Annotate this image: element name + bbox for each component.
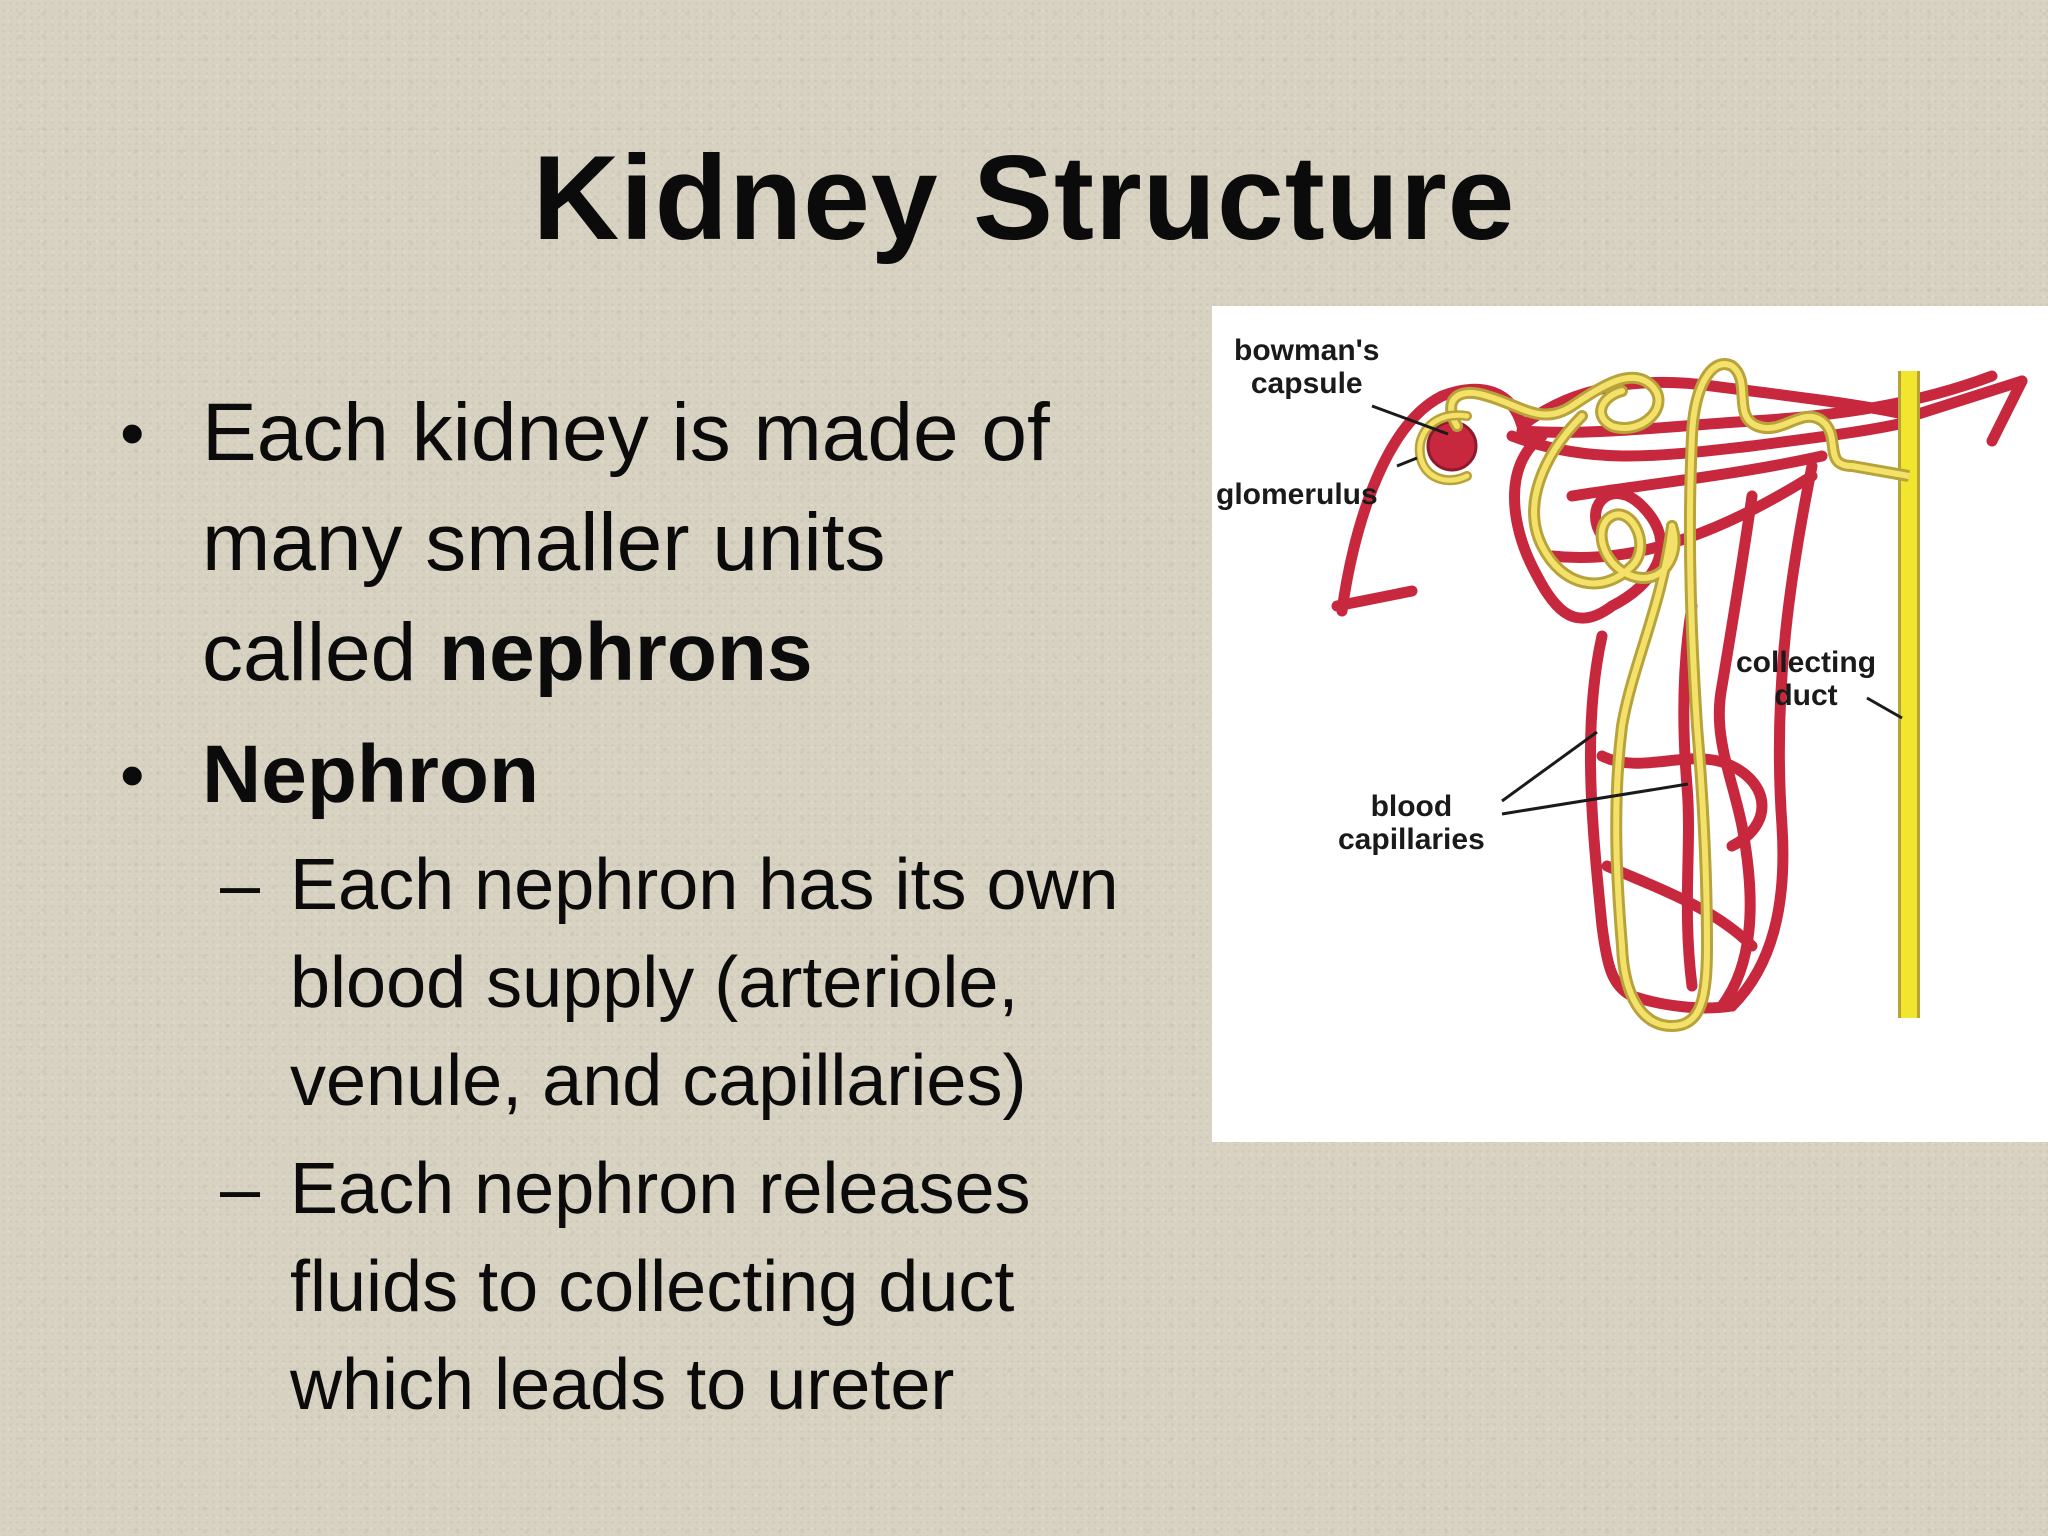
capillary-vessel	[1601, 860, 1758, 952]
bullet-item-nephron: • Nephron	[120, 720, 1220, 830]
nephron-illustration	[1331, 358, 2028, 1032]
proximal-tubule	[1448, 374, 1662, 431]
capillary-vessel	[1726, 460, 1818, 1012]
sub-bullet-text-line: fluids to collecting duct	[290, 1247, 1015, 1327]
proximal-tubule	[1531, 413, 1678, 587]
capillary-vessel	[1590, 488, 1667, 612]
capillary-vessel	[1509, 430, 1618, 624]
label-line: duct	[1774, 679, 1838, 712]
label-glomerulus: glomerulus	[1216, 478, 1378, 511]
leader-line-capillaries	[1501, 782, 1689, 816]
bold-term: nephrons	[439, 607, 813, 698]
capillary-vessel	[1506, 415, 1918, 462]
sub-bullet-text-line: venule, and capillaries)	[290, 1041, 1027, 1121]
sub-bullet-text-line: Each nephron has its own	[290, 845, 1119, 925]
dash-marker: –	[220, 845, 261, 925]
bullet-text-line: many smaller units	[202, 497, 886, 588]
bullet-marker: •	[120, 736, 145, 814]
label-bowmans-capsule: bowman's capsule	[1234, 334, 1380, 400]
loop-of-henle	[1610, 358, 1738, 1032]
loop-of-henle	[1613, 361, 1735, 1029]
sub-bullet-list: – Each nephron has its own blood supply …	[120, 836, 1220, 1434]
arteriole-vessel	[1331, 585, 1418, 612]
label-collecting-duct: collecting duct	[1736, 646, 1876, 712]
bullet-text-prefix: called	[202, 607, 440, 698]
bullet-text-line: called nephrons	[202, 598, 1220, 708]
bullet-text-line: Each kidney is made of	[202, 387, 1050, 478]
capillary-vessel	[1626, 990, 1738, 1014]
sub-bullet-item-blood-supply: – Each nephron has its own blood supply …	[120, 836, 1220, 1130]
leader-line-glomerulus	[1396, 456, 1418, 468]
bullet-item-nephron-units: • Each kidney is made of many smaller un…	[120, 378, 1220, 708]
bullet-list: • Each kidney is made of many smaller un…	[120, 378, 1220, 1434]
renal-tubule	[1414, 358, 1858, 1032]
leader-lines	[1371, 404, 1903, 816]
label-blood-capillaries: blood capillaries	[1338, 790, 1485, 856]
leader-line-bowmans	[1371, 404, 1449, 436]
label-line: capsule	[1250, 367, 1363, 400]
sub-bullet-text-line: which leads to ureter	[290, 1345, 955, 1425]
connecting-tubule	[1851, 463, 1910, 479]
dash-marker: –	[220, 1149, 261, 1229]
capillary-vessel	[1678, 600, 1698, 992]
bullet-marker: •	[120, 394, 145, 472]
sub-bullet-text-line: Each nephron releases	[290, 1149, 1031, 1229]
venule-vessel	[1986, 375, 2028, 447]
capillary-vessel	[1584, 630, 1638, 1002]
sub-bullet-item-fluids: – Each nephron releases fluids to collec…	[120, 1140, 1220, 1434]
leader-line-collecting-duct	[1866, 696, 1903, 720]
blood-vessels	[1331, 370, 2028, 1014]
label-line: collecting	[1736, 646, 1877, 679]
collecting-duct	[1850, 371, 1920, 1018]
leader-line-capillaries	[1501, 730, 1598, 803]
label-line: capillaries	[1338, 823, 1485, 856]
label-line: blood	[1370, 790, 1453, 823]
nephron-diagram: bowman's capsule glomerulus collecting d…	[1212, 306, 2048, 1142]
venule-vessel	[1906, 375, 2028, 422]
bowmans-capsule-cup	[1417, 412, 1470, 483]
distal-tubule	[1729, 363, 1855, 469]
label-line: bowman's	[1234, 334, 1380, 367]
bullet-heading: Nephron	[202, 729, 540, 820]
slide-title: Kidney Structure	[532, 131, 1516, 265]
capillary-vessel	[1596, 750, 1768, 852]
capillary-vessel	[1713, 490, 1758, 1012]
sub-bullet-text-line: blood supply (arteriole,	[290, 943, 1019, 1023]
